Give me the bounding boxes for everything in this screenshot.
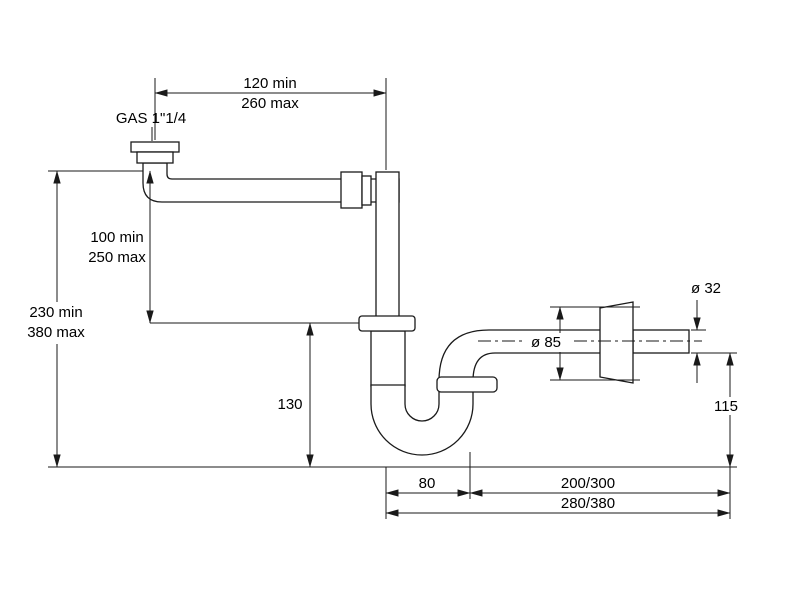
trap-outlet-nut [436, 376, 498, 393]
trap-offset-label: 80 [419, 475, 436, 492]
inlet-fitting-body [136, 151, 174, 164]
inner-height-min-label: 100 min [90, 229, 143, 246]
label-mask [524, 333, 570, 352]
pipe-diameter-label: ø 32 [691, 280, 721, 297]
dimension-annotations: 120 min 260 max GAS 1"1/4 230 min 380 ma… [24, 75, 744, 519]
top-width-min-label: 120 min [243, 75, 296, 92]
wall-rosette [599, 301, 634, 384]
total-run-label: 280/380 [561, 495, 615, 512]
outlet-run-label: 200/300 [561, 475, 615, 492]
left-height-min-label: 230 min [29, 304, 82, 321]
top-width-max-label: 260 max [241, 95, 299, 112]
pipe-union-ring [361, 175, 372, 206]
rosette-diameter-label: ø 85 [531, 334, 561, 351]
pipe-union-nut [340, 171, 363, 209]
label-mask [24, 302, 90, 344]
inlet-vertical-pipe [375, 171, 400, 319]
outlet-height-label: 115 [714, 398, 738, 415]
trap-slip-nut [358, 315, 416, 332]
trap-u-bend [370, 384, 474, 456]
gas-thread-label: GAS 1"1/4 [116, 110, 186, 127]
label-mask [708, 397, 744, 415]
left-height-max-label: 380 max [27, 324, 85, 341]
trap-inlet-leg [370, 330, 406, 387]
inner-height-max-label: 250 max [88, 249, 146, 266]
inlet-fitting-flange [130, 141, 180, 153]
trap-drop-label: 130 [277, 396, 302, 413]
outlet-elbow-pipe [438, 329, 602, 382]
siphon-body [130, 141, 702, 456]
